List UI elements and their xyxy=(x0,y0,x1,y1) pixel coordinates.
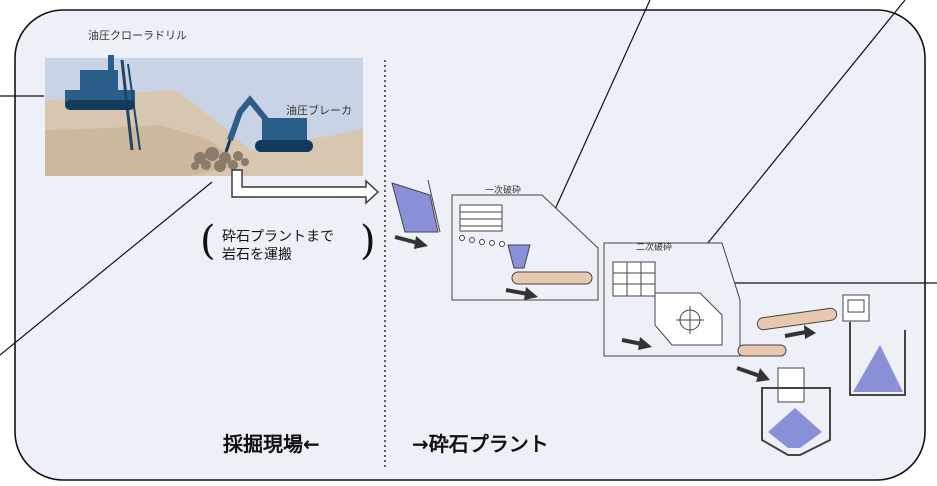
secondary-crusher-box xyxy=(603,242,741,357)
crawler-drill-illustration xyxy=(65,55,141,151)
crushing-plant-label: →砕石プラント xyxy=(412,432,549,456)
primary-crush-label: 一次破砕 xyxy=(485,186,522,196)
output-conveyors xyxy=(736,307,838,382)
transport-arrow xyxy=(231,169,380,205)
crawler-drill-label: 油圧クローラドリル xyxy=(88,29,187,42)
breaker-label: 油圧ブレーカ xyxy=(286,104,352,117)
leader-lines xyxy=(0,0,937,356)
secondary-crush-label: 二次破砕 xyxy=(636,243,673,253)
transport-caption-line2: 岩石を運搬 xyxy=(222,247,292,263)
paren-open: ( xyxy=(200,218,216,264)
flow-arrow-1 xyxy=(394,235,419,245)
rock-pile-illustration xyxy=(191,147,249,172)
paren-close: ) xyxy=(360,218,376,264)
quarry-site-label: 採掘現場← xyxy=(223,432,320,456)
transport-caption-line1: 砕石プラントまで xyxy=(222,229,334,245)
quarry-scene xyxy=(45,55,363,176)
stockpile-bin-lower xyxy=(761,367,831,456)
primary-crusher-box xyxy=(451,194,599,301)
breaker-excavator-illustration xyxy=(224,95,313,153)
feeder-hopper xyxy=(391,179,441,233)
stockpile-bin-upper xyxy=(842,294,906,396)
